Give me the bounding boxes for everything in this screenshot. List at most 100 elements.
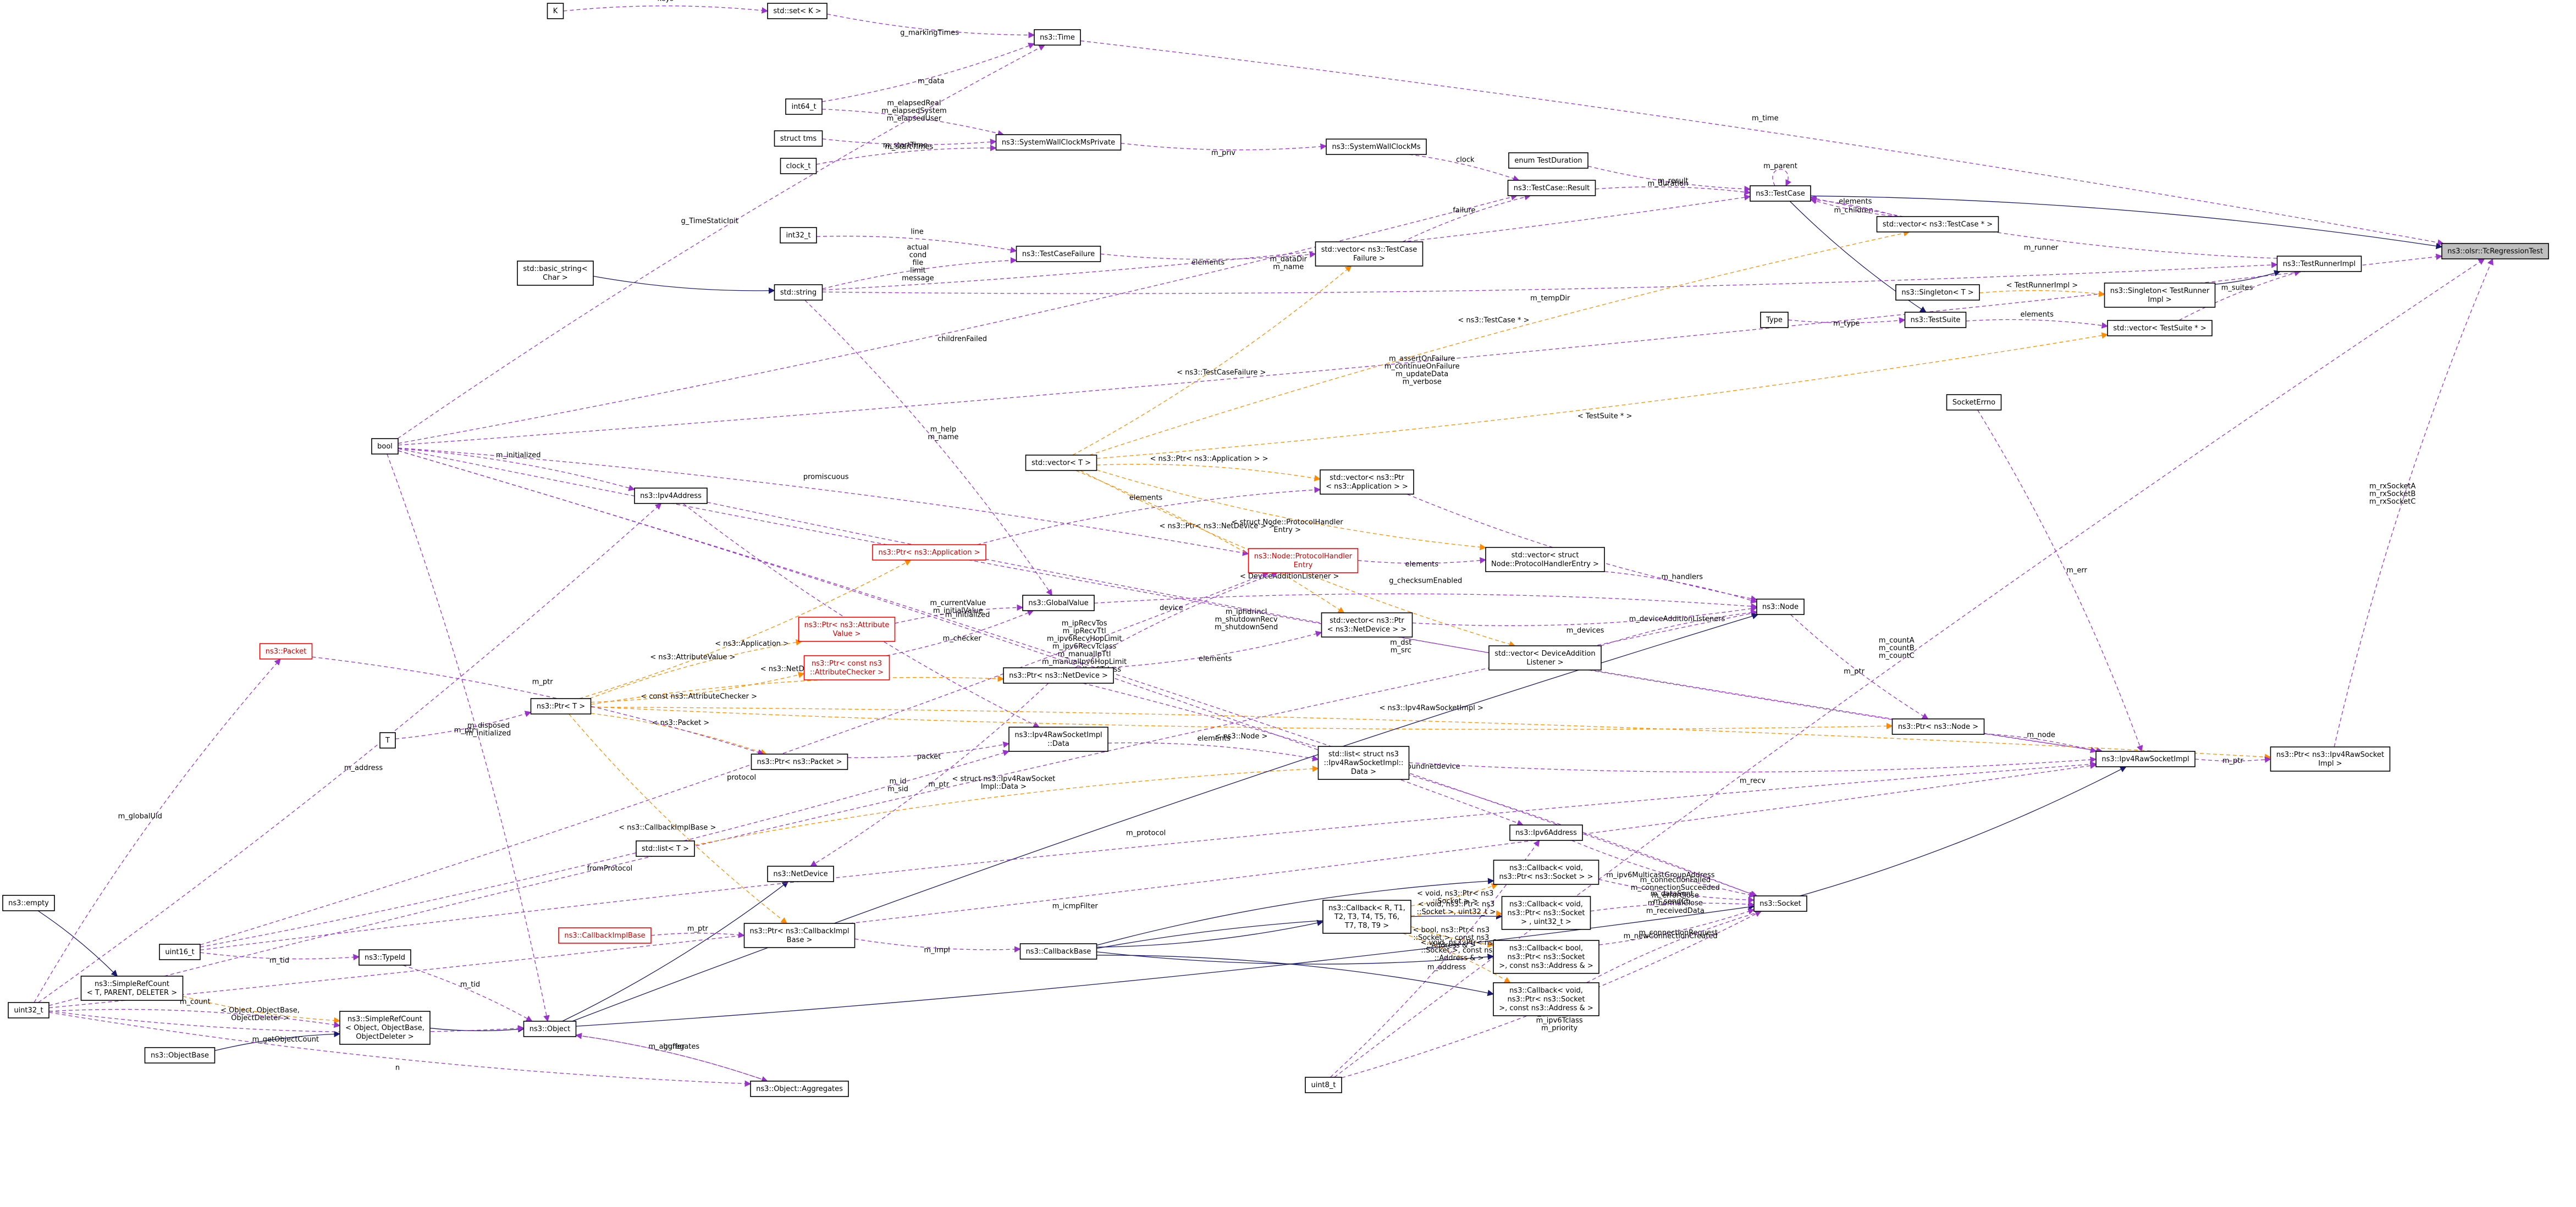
class-node-testcase[interactable]: ns3::TestCase [1750,185,1811,202]
class-node-k[interactable]: K [547,3,564,19]
class-node-bsc[interactable]: std::basic_string<Char > [517,261,594,286]
class-node-uint32[interactable]: uint32_t [8,1002,49,1018]
class-node-singt[interactable]: ns3::Singleton< T > [1895,284,1980,301]
class-node-ptrnd[interactable]: ns3::Ptr< ns3::NetDevice > [1003,667,1114,684]
class-node-box [872,544,986,561]
class-node-box [750,1081,849,1097]
class-node-result[interactable]: ns3::TestCase::Result [1507,180,1596,196]
edge-socket-to-rawimpl [1800,766,2127,896]
class-node-object[interactable]: ns3::Object [523,1021,577,1037]
class-node-listt[interactable]: std::list< T > [636,840,695,857]
class-node-bool[interactable]: bool [371,438,399,455]
class-node-ptrpacket[interactable]: ns3::Ptr< ns3::Packet > [751,754,848,770]
class-node-label: K [553,7,558,15]
class-node-errno[interactable]: SocketErrno [1946,394,2002,411]
class-node-label: ns3::Ptr< ns3::Application > [878,549,980,557]
class-node-ipv6addr[interactable]: ns3::Ipv6Address [1509,824,1583,841]
edge-label: elements [1199,655,1232,663]
class-node-ptrrawimpl[interactable]: ns3::Ptr< ns3::Ipv4RawSocketImpl > [2270,746,2391,772]
class-node-label: < Object, ObjectBase, [345,1024,424,1032]
edge-cbtpl-to-cbsock [1410,883,1498,906]
class-node-box [1248,548,1359,573]
class-node-vecdal[interactable]: std::vector< DeviceAdditionListener > [1488,645,1602,671]
class-node-rawimpl[interactable]: ns3::Ipv4RawSocketImpl [2095,751,2196,767]
class-node-listraw[interactable]: std::list< struct ns3::Ipv4RawSocketImpl… [1317,746,1410,780]
class-node-handler[interactable]: ns3::Node::ProtocolHandlerEntry [1248,548,1359,573]
class-node-clock[interactable]: clock_t [780,158,817,174]
class-node-label: ns3::TestCase [1756,190,1805,198]
class-node-ptrnode[interactable]: ns3::Ptr< ns3::Node > [1891,718,1985,735]
class-node-srcobj[interactable]: ns3::SimpleRefCount< Object, ObjectBase,… [339,1011,431,1045]
edge-label: m_ptr [928,780,950,789]
class-node-srct[interactable]: ns3::SimpleRefCount< T, PARENT, DELETER … [80,976,184,1001]
class-node-cbsock[interactable]: ns3::Callback< void,ns3::Ptr< ns3::Socke… [1493,860,1599,885]
edge-handler-to-vechandler [1358,557,1487,564]
class-node-dur[interactable]: enum TestDuration [1508,152,1588,169]
class-node-label: >, const ns3::Address & > [1499,1004,1593,1012]
class-node-time[interactable]: ns3::Time [1034,29,1081,46]
class-node-cbbool[interactable]: ns3::Callback< bool,ns3::Ptr< ns3::Socke… [1493,940,1599,974]
class-node-vect[interactable]: std::vector< T > [1025,455,1097,471]
edge-suite-to-vects [1966,319,2109,329]
class-node-uint16[interactable]: uint16_t [159,944,201,960]
class-node-vecptrnd[interactable]: std::vector< ns3::Ptr< ns3::NetDevice > … [1321,612,1413,638]
class-node-aggregates[interactable]: ns3::Object::Aggregates [750,1081,849,1097]
class-node-typeid[interactable]: ns3::TypeId [358,949,411,966]
edge-label: m_ptr [1844,668,1865,676]
class-node-vects[interactable]: std::vector< TestSuite * > [2107,320,2213,336]
class-node-ptrattrchk[interactable]: ns3::Ptr< const ns3::AttributeChecker > [803,655,890,680]
class-node-type[interactable]: Type [1760,312,1789,328]
class-node-vecptrapp[interactable]: std::vector< ns3::Ptr< ns3::Application … [1320,469,1414,495]
class-node-label: ns3::empty [8,899,49,907]
class-node-objbase[interactable]: ns3::ObjectBase [144,1047,216,1064]
class-node-suite[interactable]: ns3::TestSuite [1904,312,1967,328]
class-node-int64[interactable]: int64_t [785,98,823,115]
class-node-netdevice[interactable]: ns3::NetDevice [767,866,834,882]
class-node-cbtpl[interactable]: ns3::Callback< R, T1,T2, T3, T4, T5, T6,… [1322,900,1411,934]
class-node-socket[interactable]: ns3::Socket [1753,895,1807,912]
edge-ptrnd-to-vecptrnd [1105,630,1322,668]
class-node-cbsocku32[interactable]: ns3::Callback< void,ns3::Ptr< ns3::Socke… [1501,896,1591,930]
edge-label: m_assertOnFailure [1389,355,1455,363]
class-node-rawdata[interactable]: ns3::Ipv4RawSocketImpl::Data [1008,727,1108,752]
edge-label: < void, ns3::Ptr< ns3 [1421,939,1497,947]
class-node-box [1034,29,1081,46]
class-node-tms[interactable]: struct tms [774,130,823,147]
edge-label: m_id [890,778,907,786]
class-node-ptrapp[interactable]: ns3::Ptr< ns3::Application > [872,544,986,561]
class-node-tcf[interactable]: ns3::TestCaseFailure [1016,246,1101,262]
class-node-swcmp[interactable]: ns3::SystemWallClockMsPrivate [995,134,1122,151]
class-node-cbimplbase[interactable]: ns3::CallbackImplBase [558,927,652,944]
class-node-ptrcbimpl[interactable]: ns3::Ptr< ns3::CallbackImplBase > [743,923,856,948]
class-node-string[interactable]: std::string [774,284,823,301]
class-node-ptrt[interactable]: ns3::Ptr< T > [530,698,592,715]
class-node-cbbase[interactable]: ns3::CallbackBase [1019,943,1097,960]
class-node-box [751,754,848,770]
class-node-ipv4addr[interactable]: ns3::Ipv4Address [634,488,708,504]
class-node-vectcf[interactable]: std::vector< ns3::TestCaseFailure > [1315,241,1424,267]
class-node-box [547,3,564,19]
class-node-uint8[interactable]: uint8_t [1305,1077,1342,1093]
class-node-ptrattrval[interactable]: ns3::Ptr< ns3::AttributeValue > [798,617,896,642]
class-node-cbvoidaddr[interactable]: ns3::Callback< void,ns3::Ptr< ns3::Socke… [1493,982,1599,1016]
class-node-runner[interactable]: ns3::TestRunnerImpl [2276,256,2362,272]
class-node-swcm[interactable]: ns3::SystemWallClockMs [1326,139,1427,155]
edge-bsc-to-string [593,275,775,294]
class-node-box [1326,139,1427,155]
class-node-vectc[interactable]: std::vector< ns3::TestCase * > [1876,216,1999,232]
class-node-root[interactable]: ns3::olsr::TcRegressionTest [2441,243,2549,259]
class-node-packet[interactable]: ns3::Packet [259,643,313,660]
class-node-empty[interactable]: ns3::empty [2,895,55,911]
class-node-node[interactable]: ns3::Node [1756,599,1805,615]
class-node-box [339,1011,431,1045]
class-node-vechandler[interactable]: std::vector< structNode::ProtocolHandler… [1485,547,1605,572]
class-node-setk[interactable]: std::set< K > [767,3,828,19]
edge-ptrnd-to-socket [1083,683,1757,897]
class-node-t[interactable]: T [379,732,396,749]
class-node-int32[interactable]: int32_t [780,227,817,243]
edge-uint16-to-rawdata [200,750,1010,948]
class-node-label: ns3::Ipv4RawSocketImpl [1014,731,1102,739]
class-node-singtr[interactable]: ns3::Singleton< TestRunnerImpl > [2104,283,2216,308]
class-node-globalvalue[interactable]: ns3::GlobalValue [1022,595,1095,611]
edge-label: m_manualIpv6HopLimit [1042,658,1127,666]
